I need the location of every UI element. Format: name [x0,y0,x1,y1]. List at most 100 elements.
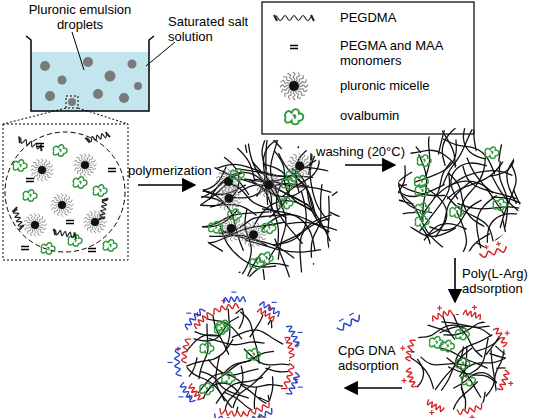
micelle-chain [267,172,269,181]
protein-coil [53,145,67,156]
micelle-chain [233,199,241,203]
micelle-core [91,218,99,226]
micelle-chain [61,209,63,217]
poly-arginine [214,304,239,315]
protein-coil [462,374,476,385]
micelle-chain [224,202,228,210]
micelle-chain [65,200,72,204]
polymer-strand [447,196,493,241]
micelle-chain [66,204,74,206]
protein-coil [415,216,429,227]
cpg-dna [180,382,195,402]
ovalbumin-protein [285,109,303,124]
gel-particle [162,270,340,418]
chain-end [106,131,110,138]
process-arrow [454,258,456,302]
poly-arginine [493,328,507,347]
micelle-core [249,230,258,239]
ovalbumin-protein [259,252,273,263]
micelle-chain [282,88,291,93]
micelle-chain [45,165,52,169]
cpg-dna [335,311,362,332]
pegdma-chain [17,136,43,151]
annotation-label: CpG DNA adsorption [338,343,413,373]
polymer-strand [244,349,295,366]
plus-charge [431,410,432,415]
chain-end [274,15,277,21]
micelle-chain [227,169,229,178]
micelle-chain [256,180,264,184]
micelle-core [264,180,273,189]
protein-coil [228,209,242,220]
polymer-strand [294,176,330,241]
micelle-chain [89,164,97,166]
protein-coil [279,197,293,208]
protein-coil [13,160,27,171]
monomer-bar [108,168,116,170]
micelle-chain [252,222,254,231]
micelle-chain [257,236,265,240]
micelle-chain [43,159,46,167]
monomer-bar [88,251,96,253]
protein-coil [73,177,87,188]
minus-charge [298,332,303,333]
protein-coil [493,199,507,210]
legend-text: pluronic micelle [340,78,430,93]
micelle-chain [57,208,60,216]
poly-arginine [406,368,417,387]
micelle-chain [80,155,84,162]
ovalbumin-protein [417,155,431,166]
protein-coil [200,342,214,353]
minus-charge [298,387,303,388]
micelle-chain [30,215,34,222]
minus-charge [231,292,236,293]
polymer-strand [262,209,315,252]
polymer-strand [329,186,393,218]
ovalbumin-protein [230,169,244,180]
plus-charge [402,346,403,351]
micelle-chain [230,216,232,225]
protein-coil [103,240,117,251]
ovalbumin-protein [209,222,223,233]
ovalbumin-protein [93,185,107,196]
annotation-label: Pluronic emulsion droplets [24,2,136,32]
cpg-dna [185,309,205,330]
ovalbumin-protein [262,222,276,233]
polymer-strand [268,395,300,418]
poly-arginine [406,340,416,361]
poly-arginine [478,240,508,259]
ovalbumin-protein [429,337,443,348]
micelle-chain [258,233,267,235]
micelle-chain [301,154,305,162]
micelle-chain [84,154,86,162]
emulsion-droplet [134,82,142,90]
micelle-chain [241,230,249,234]
micelle-chain [38,226,46,229]
protein-coil [485,147,499,158]
pluronic-micelle [280,72,308,100]
micelle-chain [51,200,59,203]
micelle-chain [39,224,47,226]
micelle-chain [34,214,36,222]
ovalbumin-protein [279,197,293,208]
micelle-chain [217,183,225,187]
leader-line [146,42,175,66]
micelle-chain [241,234,250,236]
micelle-chain [90,212,94,219]
micelle-core [38,166,46,174]
micelle-chain [65,206,73,209]
ovalbumin-protein [450,206,464,217]
micelle-chain [287,161,295,165]
minus-charge [349,313,353,316]
micelle-chain [84,169,86,177]
gel-network [362,267,535,418]
micelle-chain [303,160,311,164]
polymer-strand [245,81,263,153]
micelle-chain [268,189,270,198]
pluronic-micelle [256,172,281,197]
plus-charge [486,245,487,250]
micelle-chain [38,220,45,224]
micelle-core [225,194,234,203]
chain-end [18,225,25,230]
